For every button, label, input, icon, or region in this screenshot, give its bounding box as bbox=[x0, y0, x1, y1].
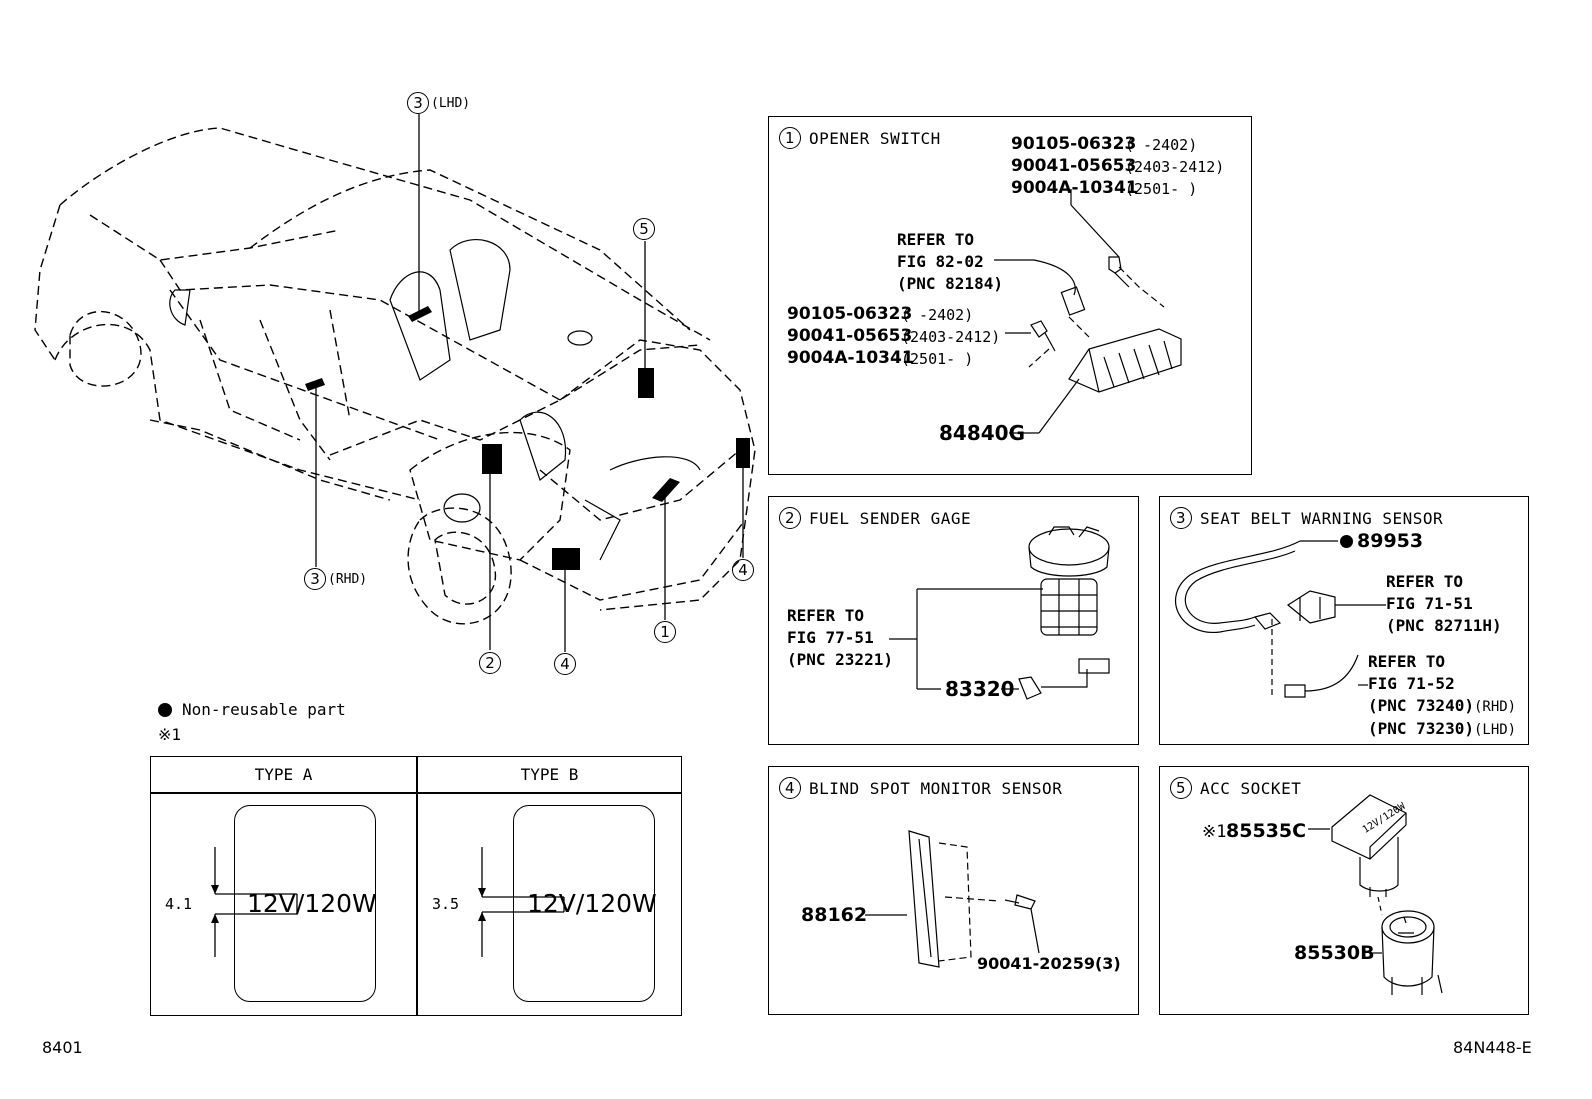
callout-2: 2 bbox=[479, 652, 501, 674]
non-reusable-part: 89953 bbox=[1340, 530, 1423, 552]
callout-4-bottom: 4 bbox=[554, 653, 576, 675]
refer-line: FIG 71-52 bbox=[1368, 674, 1455, 693]
bullet-icon bbox=[1340, 534, 1353, 548]
panel-title: 2 FUEL SENDER GAGE bbox=[779, 507, 971, 529]
legend: Non-reusable part ※1 bbox=[158, 700, 346, 744]
type-b-rating-text: 12V/120W bbox=[527, 889, 657, 918]
panel-blind-spot-monitor-sensor: 4 BLIND SPOT MONITOR SENSOR 88162 90041-… bbox=[768, 766, 1139, 1015]
refer-block: REFER TO FIG 82-02 (PNC 82184) bbox=[897, 229, 1003, 295]
panel-seat-belt-warning-sensor: 3 SEAT BELT WARNING SENSOR 89953 REFER T… bbox=[1159, 496, 1529, 745]
refer-line: (PNC 73230) bbox=[1368, 719, 1474, 738]
part-range: (2403-2412) bbox=[901, 328, 1001, 346]
footer-figure-id: 84N448-E bbox=[1453, 1038, 1532, 1057]
type-a-rating-text: 12V/120W bbox=[247, 889, 377, 918]
note-mark: ※1 bbox=[1202, 822, 1227, 842]
callout-number: 1 bbox=[654, 621, 676, 643]
callout-3-lhd: 3 (LHD) bbox=[407, 92, 470, 114]
type-b-header: TYPE B bbox=[520, 765, 579, 784]
refer-line: (PNC 23221) bbox=[787, 650, 893, 669]
panel-number: 1 bbox=[779, 127, 801, 149]
type-table: TYPE A TYPE B 4.1 12V/120W 3.5 12V/120W bbox=[150, 756, 682, 1016]
type-a-label-outline bbox=[234, 805, 376, 1002]
callout-number: 2 bbox=[479, 652, 501, 674]
part-number: 90105-06323 bbox=[1011, 134, 1137, 154]
panel-title: 1 OPENER SWITCH bbox=[779, 127, 941, 149]
type-a-header: TYPE A bbox=[254, 765, 313, 784]
note-mark: ※1 bbox=[158, 725, 182, 744]
refer-line: FIG 71-51 bbox=[1386, 594, 1473, 613]
refer-line: (PNC 82711H) bbox=[1386, 616, 1502, 635]
callout-number: 4 bbox=[554, 653, 576, 675]
part-range: ( -2402) bbox=[1125, 136, 1198, 154]
refer-block-2: REFER TO FIG 71-52 (PNC 73240)(RHD) (PNC… bbox=[1368, 651, 1516, 741]
rhd-suffix: (RHD) bbox=[1473, 699, 1517, 715]
panel-title: 3 SEAT BELT WARNING SENSOR bbox=[1170, 507, 1443, 529]
panel-number: 2 bbox=[779, 507, 801, 529]
panel-acc-socket: 5 ACC SOCKET ※1 85535C 85530B 12V/120W bbox=[1159, 766, 1529, 1015]
callout-number: 5 bbox=[633, 218, 655, 240]
part-range: (2403-2412) bbox=[1125, 158, 1225, 176]
panel-title-text: ACC SOCKET bbox=[1200, 778, 1302, 798]
panel-number: 4 bbox=[779, 777, 801, 799]
panel-title-text: OPENER SWITCH bbox=[809, 128, 941, 148]
refer-line: REFER TO bbox=[1386, 572, 1464, 591]
part-number: 90041-05653 bbox=[787, 326, 913, 346]
type-b-dimension-marks bbox=[478, 847, 565, 957]
opener-switch-illustration bbox=[994, 189, 1182, 434]
callout-number: 4 bbox=[732, 559, 754, 581]
main-part-number: 89953 bbox=[1357, 530, 1424, 552]
type-b-label-outline bbox=[513, 805, 655, 1002]
refer-block: REFER TO FIG 77-51 (PNC 23221) bbox=[787, 605, 893, 671]
callout-suffix: (RHD) bbox=[328, 571, 368, 587]
part-number: 9004A-10341 bbox=[787, 348, 914, 368]
callout-number: 3 bbox=[304, 568, 326, 590]
footer-page-code: 8401 bbox=[42, 1038, 83, 1057]
cap-part-number: 85535C bbox=[1226, 820, 1307, 842]
refer-line: REFER TO bbox=[787, 606, 865, 625]
type-a-dimension-marks bbox=[211, 847, 298, 957]
seat-belt-sensor-illustration bbox=[1174, 540, 1386, 698]
bolt-part-number: 90041-20259(3) bbox=[977, 954, 1121, 973]
main-part-number: 88162 bbox=[801, 904, 868, 926]
refer-line: (PNC 82184) bbox=[897, 274, 1003, 293]
refer-line: REFER TO bbox=[1368, 652, 1446, 671]
refer-line: REFER TO bbox=[897, 230, 975, 249]
callout-4-right: 4 bbox=[732, 559, 754, 581]
type-b-dimension: 3.5 bbox=[432, 895, 460, 913]
refer-line: FIG 82-02 bbox=[897, 252, 984, 271]
panel-opener-switch: 1 OPENER SWITCH 90105-06323 ( -2402) 900… bbox=[768, 116, 1252, 475]
part-range: (2501- ) bbox=[1125, 180, 1198, 198]
callout-suffix: (LHD) bbox=[431, 95, 471, 111]
fuel-sender-illustration bbox=[889, 526, 1110, 700]
panel-title: 5 ACC SOCKET bbox=[1170, 777, 1301, 799]
refer-block-1: REFER TO FIG 71-51 (PNC 82711H) bbox=[1386, 571, 1502, 637]
socket-part-number: 85530B bbox=[1294, 942, 1375, 964]
panel-number: 3 bbox=[1170, 507, 1192, 529]
vehicle-overview-illustration bbox=[34, 114, 756, 652]
panel-title-text: FUEL SENDER GAGE bbox=[809, 508, 972, 528]
type-a-dimension: 4.1 bbox=[165, 895, 193, 913]
bullet-icon bbox=[158, 702, 172, 717]
part-number: 90041-05653 bbox=[1011, 156, 1137, 176]
panel-number: 5 bbox=[1170, 777, 1192, 799]
part-number: 9004A-10341 bbox=[1011, 178, 1138, 198]
callout-5: 5 bbox=[633, 218, 655, 240]
panel-title: 4 BLIND SPOT MONITOR SENSOR bbox=[779, 777, 1062, 799]
panel-title-text: SEAT BELT WARNING SENSOR bbox=[1200, 508, 1444, 528]
refer-line: FIG 77-51 bbox=[787, 628, 874, 647]
callout-1: 1 bbox=[654, 621, 676, 643]
lhd-suffix: (LHD) bbox=[1473, 722, 1517, 738]
part-number: 90105-06323 bbox=[787, 304, 913, 324]
part-range: (2501- ) bbox=[901, 350, 974, 368]
part-range: ( -2402) bbox=[901, 306, 974, 324]
legend-text: Non-reusable part bbox=[182, 700, 346, 719]
panel-fuel-sender-gage: 2 FUEL SENDER GAGE REFER TO FIG 77-51 (P… bbox=[768, 496, 1139, 745]
blind-spot-sensor-illustration bbox=[865, 830, 1040, 968]
acc-socket-illustration bbox=[1308, 794, 1443, 995]
refer-line: (PNC 73240) bbox=[1368, 696, 1474, 715]
panel-title-text: BLIND SPOT MONITOR SENSOR bbox=[809, 778, 1063, 798]
callout-number: 3 bbox=[407, 92, 429, 114]
callout-3-rhd: 3 (RHD) bbox=[304, 568, 367, 590]
